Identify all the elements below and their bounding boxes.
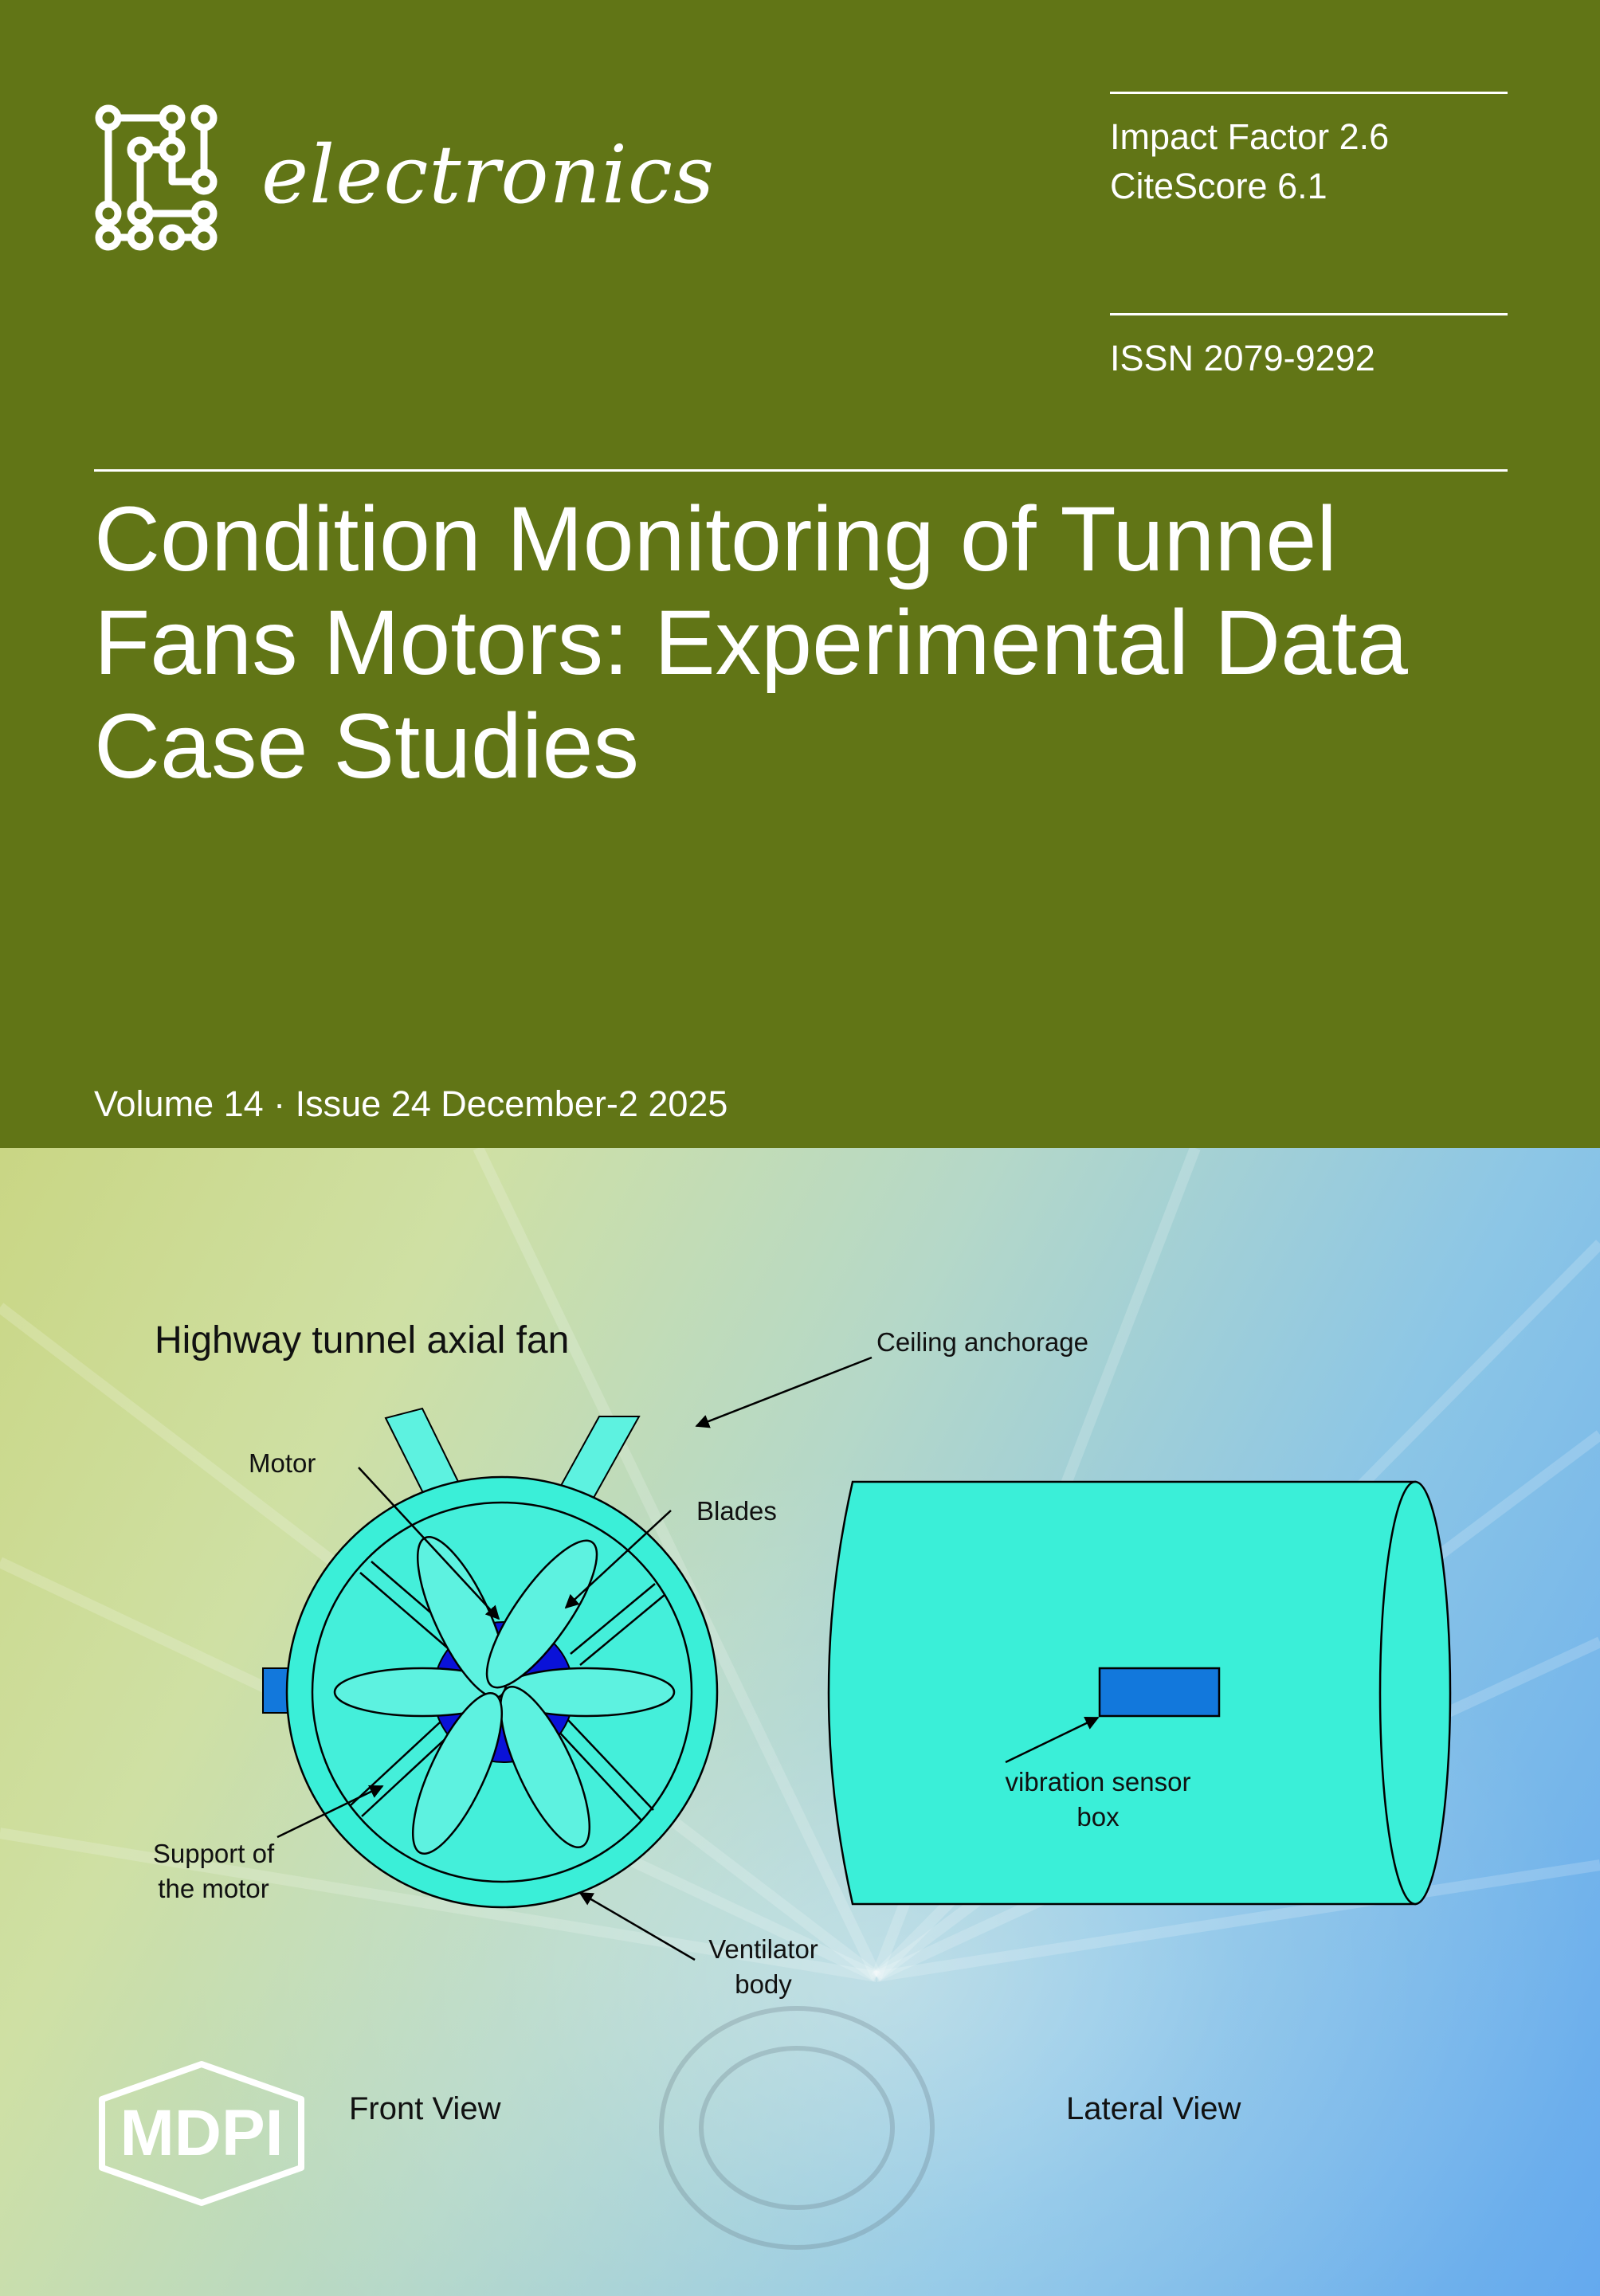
label-front-view: Front View — [349, 2091, 501, 2126]
mdpi-logo-hexagon-icon — [99, 2061, 304, 2206]
blade — [485, 1539, 598, 1689]
label-ventilator-line2: body — [735, 1969, 792, 1999]
label-support-line1: Support of — [153, 1839, 275, 1868]
issn: ISSN 2079-9292 — [1110, 338, 1375, 378]
label-lateral-view: Lateral View — [1066, 2091, 1241, 2126]
mdpi-logo: MDPI — [99, 2061, 304, 2206]
label-sensor-line1: vibration sensor — [1006, 1767, 1191, 1796]
fan-diagram: Highway tunnel axial fan Ceiling anchora… — [153, 1319, 1452, 2126]
article-title: Condition Monitoring of Tunnel Fans Moto… — [94, 488, 1560, 798]
front-view-diagram — [262, 1356, 873, 1961]
volume-issue: Volume 14 · Issue 24 December-2 2025 — [94, 1083, 728, 1124]
circuit-logo-icon — [95, 104, 218, 251]
anchorage-bracket-right — [556, 1416, 641, 1499]
label-ceiling-anchorage: Ceiling anchorage — [876, 1327, 1088, 1357]
label-support-line2: the motor — [158, 1874, 269, 1903]
label-motor: Motor — [249, 1448, 316, 1478]
label-sensor-line2: box — [1076, 1802, 1120, 1832]
article-title-line: Fans Motors: Experimental Data — [94, 592, 1408, 694]
blade — [411, 1692, 504, 1855]
publisher-name: MDPI — [120, 2097, 284, 2169]
vibration-sensor-box — [1098, 1667, 1221, 1718]
label-ventilator-line1: Ventilator — [708, 1934, 818, 1964]
divider-title — [94, 469, 1508, 472]
fan-cylinder-end — [1378, 1480, 1452, 1906]
citescore: CiteScore 6.1 — [1110, 166, 1327, 206]
journal-name: electronics — [261, 128, 716, 221]
article-title-line: Case Studies — [94, 695, 639, 797]
divider-middle — [1110, 313, 1508, 315]
divider-top — [1110, 92, 1508, 94]
label-blades: Blades — [696, 1496, 777, 1526]
cover-header: electronics Impact Factor 2.6 CiteScore … — [0, 0, 1600, 1148]
article-title-line: Condition Monitoring of Tunnel — [94, 488, 1337, 590]
figure-title: Highway tunnel axial fan — [155, 1319, 569, 1362]
lateral-view-diagram — [827, 1480, 1452, 1906]
blade — [499, 1686, 591, 1848]
impact-factor: Impact Factor 2.6 — [1110, 116, 1390, 157]
